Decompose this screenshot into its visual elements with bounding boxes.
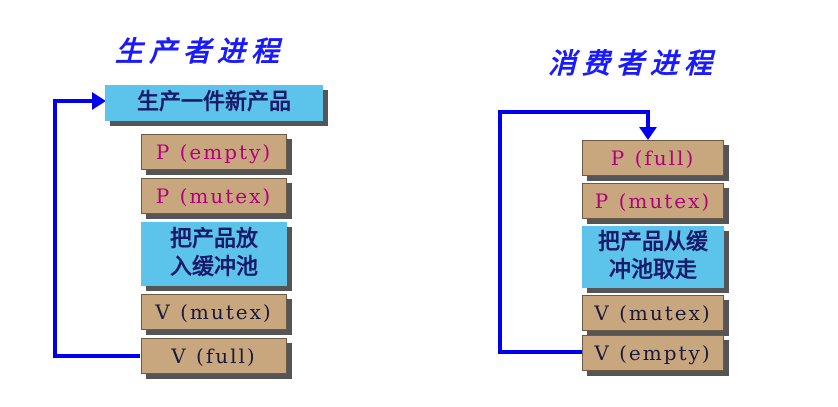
producer-step-p-empty-label: P (empty)	[155, 140, 273, 164]
consumer-title: 消费者进程	[548, 47, 719, 80]
consumer-loop-arrow	[498, 110, 650, 354]
producer-step-put-line2: 入缓冲池	[169, 255, 258, 280]
consumer-step-p-mutex: P (mutex)	[582, 183, 724, 219]
producer-step-v-mutex-label: V (mutex)	[155, 300, 273, 324]
producer-step-v-full: V (full)	[141, 338, 287, 374]
consumer-step-p-full: P (full)	[582, 140, 724, 176]
consumer-step-p-mutex-label: P (mutex)	[594, 189, 712, 213]
consumer-step-v-mutex-label: V (mutex)	[594, 301, 712, 325]
producer-step-p-mutex-label: P (mutex)	[155, 184, 273, 208]
consumer-step-p-full-label: P (full)	[610, 146, 696, 170]
consumer-step-v-empty-label: V (empty)	[594, 341, 712, 365]
producer-step-p-empty: P (empty)	[141, 134, 287, 170]
consumer-step-v-empty: V (empty)	[582, 335, 724, 371]
producer-step-p-mutex: P (mutex)	[141, 178, 287, 214]
consumer-step-take: 把产品从缓 冲池取走	[582, 226, 724, 288]
consumer-step-v-mutex: V (mutex)	[582, 295, 724, 331]
producer-step-produce-label: 生产一件新产品	[136, 90, 291, 115]
producer-title: 生产者进程	[115, 35, 286, 68]
producer-arrowhead	[92, 92, 106, 110]
consumer-arrowhead	[639, 127, 657, 140]
producer-step-put-line1: 把产品放	[169, 227, 258, 252]
producer-step-put: 把产品放 入缓冲池	[141, 222, 287, 286]
producer-step-v-full-label: V (full)	[171, 344, 257, 368]
producer-step-produce: 生产一件新产品	[105, 85, 323, 121]
producer-loop-arrow	[53, 99, 140, 358]
consumer-step-take-line1: 把产品从缓	[597, 230, 708, 255]
producer-step-v-mutex: V (mutex)	[141, 294, 287, 330]
consumer-step-take-line2: 冲池取走	[608, 258, 697, 283]
